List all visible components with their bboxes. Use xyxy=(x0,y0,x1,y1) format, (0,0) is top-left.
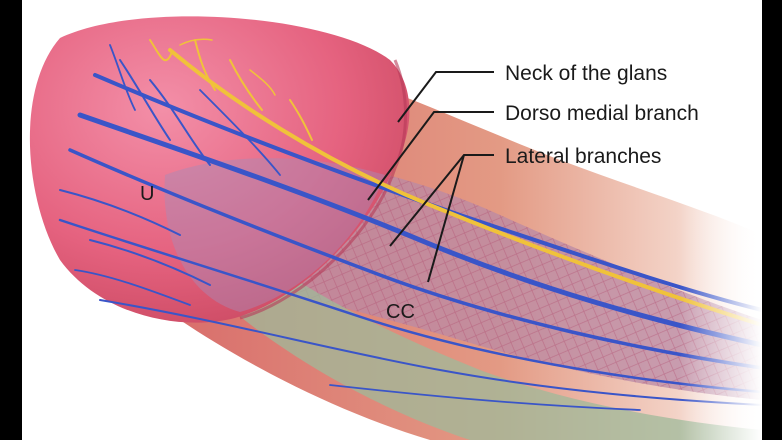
callout-lines xyxy=(367,71,494,283)
letterbox-left xyxy=(0,0,22,440)
right-fade xyxy=(680,0,762,440)
lateral-branches-label: Lateral branches xyxy=(505,145,661,168)
corpus-cavernosum-label: CC xyxy=(386,301,415,323)
dorso-medial-label: Dorso medial branch xyxy=(505,102,699,125)
lateral-leader-line-2 xyxy=(427,154,465,283)
neck-label: Neck of the glans xyxy=(505,62,667,85)
yellow-nerve xyxy=(149,38,764,327)
glans xyxy=(29,16,410,323)
letterbox-right xyxy=(762,0,782,440)
dorso-medial-leader-line xyxy=(367,111,494,201)
neck-leader-line xyxy=(397,71,494,123)
urethra-label: U xyxy=(140,183,154,205)
blue-nerve-branches xyxy=(58,44,765,411)
